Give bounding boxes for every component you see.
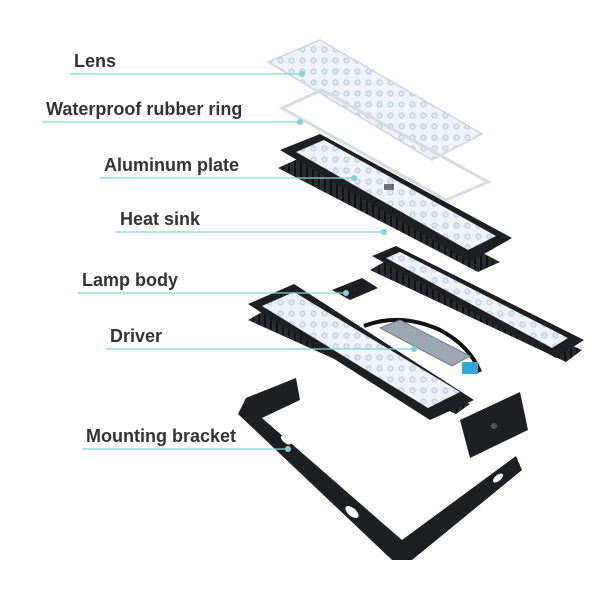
label-ring-text: Waterproof rubber ring xyxy=(46,99,242,119)
label-body-text: Lamp body xyxy=(82,270,178,290)
led-chip-icon xyxy=(384,184,394,190)
label-lens: Lens xyxy=(70,51,305,77)
label-driver: Driver xyxy=(106,326,417,352)
label-bracket-text: Mounting bracket xyxy=(86,426,236,446)
label-plate-text: Aluminum plate xyxy=(104,155,239,175)
label-driver-text: Driver xyxy=(110,326,162,346)
label-ring: Waterproof rubber ring xyxy=(42,99,303,125)
label-heatsink-text: Heat sink xyxy=(120,209,201,229)
right-module xyxy=(370,246,584,362)
label-body: Lamp body xyxy=(78,270,349,296)
lens xyxy=(266,39,484,161)
label-bracket: Mounting bracket xyxy=(82,426,291,452)
front-module xyxy=(248,284,474,420)
cable-connector-icon xyxy=(462,362,478,374)
label-plate: Aluminum plate xyxy=(100,155,357,181)
mounting-bracket xyxy=(238,378,522,560)
waterproof-rubber-ring xyxy=(278,88,492,202)
label-heatsink: Heat sink xyxy=(116,209,387,235)
label-lens-text: Lens xyxy=(74,51,116,71)
driver xyxy=(363,317,482,374)
top-module xyxy=(278,134,512,272)
aluminum-plate-led-board xyxy=(296,140,496,250)
